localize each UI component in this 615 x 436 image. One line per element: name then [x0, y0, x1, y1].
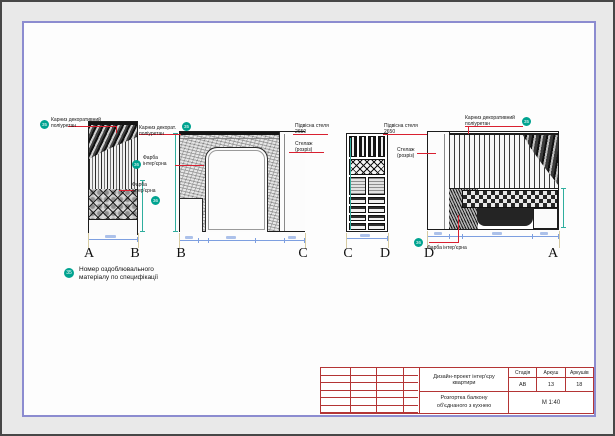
sheet-label: Аркуш [537, 368, 566, 378]
cornice-band [449, 133, 558, 135]
axis-letter: B [130, 246, 140, 261]
vertical-dimension-line [175, 133, 176, 232]
cornice-band [89, 122, 137, 125]
drawing-title: Розгортка балкону об'єднаного з кухнею [436, 395, 492, 409]
dimension-line [88, 239, 138, 240]
annotation-cornice-left: Карниз декоративний поліуретан [51, 117, 101, 129]
leader-line [383, 134, 427, 135]
annotation-paint-upper: Фарба інтер'єрна [143, 155, 167, 167]
material-number-badge: 36 [151, 196, 160, 205]
stage-label: Стадія [509, 368, 538, 378]
material-number-badge: 35 [40, 120, 49, 129]
wine-lattice-drawing [349, 159, 385, 175]
title-block-meta: Стадія Аркуш Аркушів АВ 13 18 М 1:40 [509, 368, 593, 413]
elevation-d-a [427, 131, 559, 230]
suspended-ceiling-line [180, 138, 304, 139]
vertical-dimension-line [563, 188, 564, 228]
leader-line [293, 134, 328, 135]
title-block-signature-grid [321, 368, 420, 413]
leader-line [116, 126, 117, 133]
leader-line [458, 215, 459, 243]
material-number-badge: 35 [522, 117, 531, 126]
tufted-upholstery-drawing [89, 189, 137, 219]
axis-letter: D [379, 246, 391, 261]
annotation-paint-right: Фарба інтер'єрна [427, 245, 467, 251]
shelf-section-line [284, 134, 285, 231]
drawer-stack-drawing [349, 197, 385, 230]
leader-line [139, 134, 181, 135]
elevation-b-c [179, 131, 305, 232]
shelf-cells-drawing [349, 177, 385, 195]
elevation-c-d [346, 133, 388, 232]
leader-line [417, 153, 436, 154]
leader-line [289, 152, 324, 153]
pedestal-drawing [533, 208, 558, 229]
legend-note: Номер оздоблювального матеріалу по специ… [79, 266, 159, 282]
annotation-cornice-right: Карниз декоративний поліуретан [465, 115, 515, 127]
leader-line [465, 126, 523, 127]
annotation-ceiling-left: Підвісна стеля 2650 [295, 123, 329, 135]
axis-letter: D [423, 246, 435, 261]
vertical-dimension-line [350, 138, 351, 230]
leader-line [175, 165, 204, 166]
axis-letter: B [176, 246, 186, 261]
leader-line [429, 242, 459, 243]
axis-letter: A [83, 246, 95, 261]
annotation-cornice-mid: Карниз декорат. поліуретан [139, 125, 177, 137]
axis-letter: C [298, 246, 308, 261]
annotation-paint-lower: Фарба інтер'єрна [132, 182, 156, 194]
shelf-section-line [444, 134, 445, 229]
shelf-section-column [428, 132, 450, 229]
material-number-badge: 35 [64, 268, 74, 278]
material-number-badge: 36 [414, 238, 423, 247]
material-number-badge: 35 [182, 122, 191, 131]
axis-letter: C [343, 246, 353, 261]
dimension-line [179, 240, 305, 241]
title-block-titles: Дизайн-проект інтер'єру квартири Розгорт… [420, 368, 509, 413]
dimension-line [427, 236, 559, 237]
counter-block-drawing [180, 198, 203, 232]
annotation-shelf-cut-left: Стелаж (розріз) [295, 141, 313, 153]
stage-value: АВ [509, 378, 538, 391]
sheets-label: Аркушів [565, 368, 593, 378]
pillow-row-drawing [462, 190, 558, 208]
bottle-slots-drawing [349, 136, 385, 157]
scale-value: М 1:40 [541, 399, 561, 406]
dimension-line [346, 238, 388, 239]
axis-letter: A [547, 246, 559, 261]
arched-opening-drawing [205, 147, 268, 232]
leader-line [119, 190, 134, 191]
base-band [89, 219, 137, 235]
annotation-shelf-cut-right: Стелаж (розріз) [397, 147, 415, 159]
sill-line [449, 188, 558, 189]
material-number-badge: 36 [132, 160, 141, 169]
sheet-value: 13 [537, 378, 566, 391]
shelf-section-column [279, 132, 305, 231]
project-title: Дизайн-проект інтер'єру квартири [420, 368, 508, 393]
vertical-dimension-line [142, 180, 143, 232]
cornice-band [180, 132, 304, 135]
annotation-ceiling-right: Підвісна стеля 2650 [384, 123, 418, 135]
title-block: Дизайн-проект інтер'єру квартири Розгорт… [320, 367, 594, 414]
elevation-a-b [88, 121, 138, 235]
bench-base-drawing [477, 208, 533, 226]
leader-line [68, 126, 117, 127]
sheets-value: 18 [576, 381, 583, 388]
leader-line [468, 126, 469, 134]
